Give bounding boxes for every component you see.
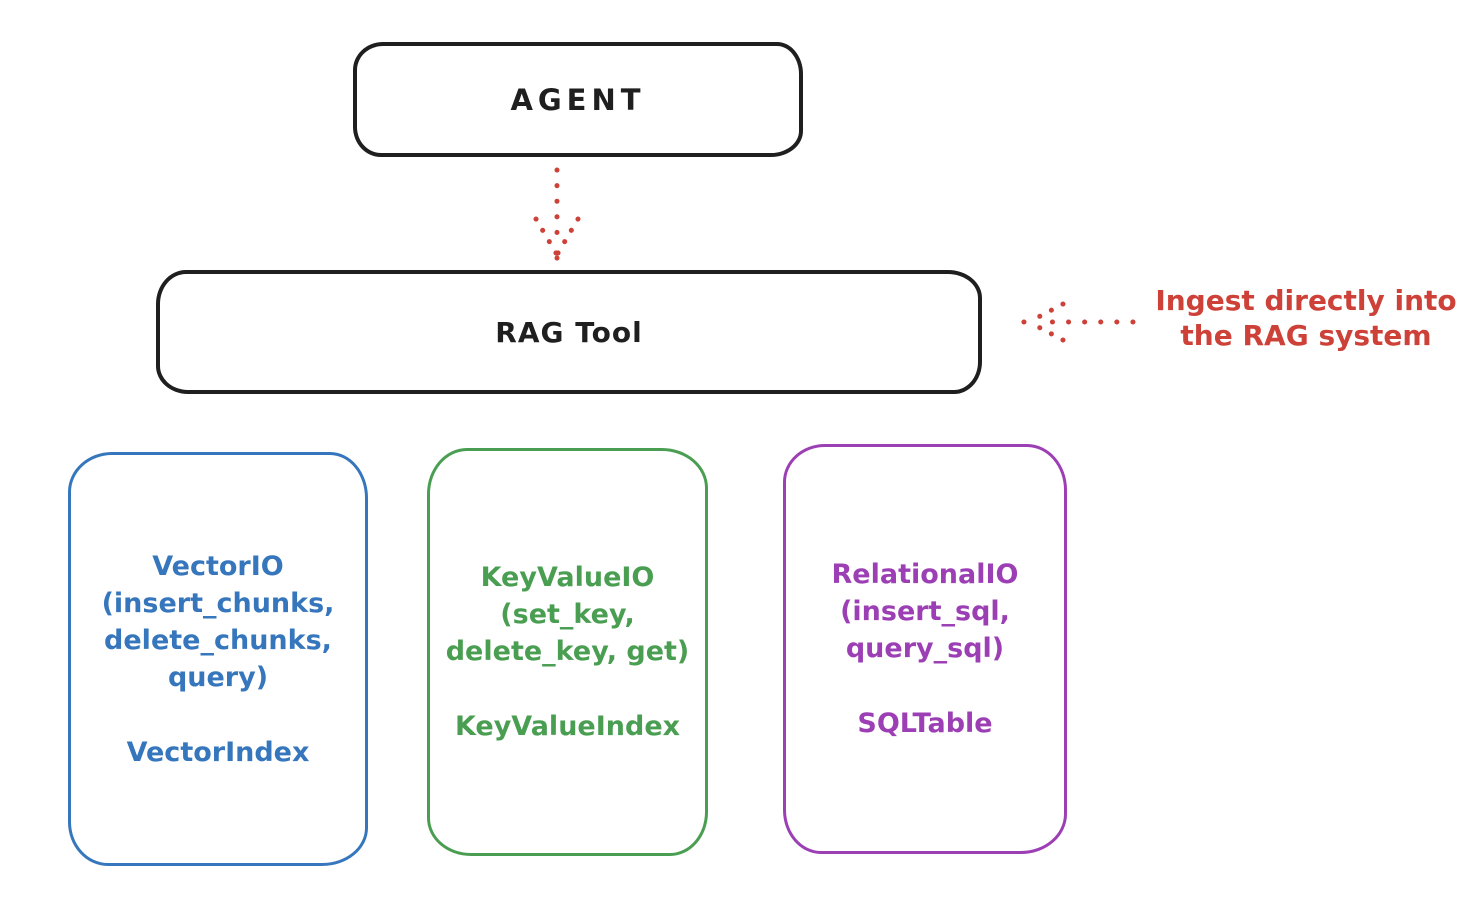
agent-label: AGENT [510,82,646,117]
keyvalue-io-name: KeyValueIO [480,562,655,593]
vector-io-box: VectorIO (insert_chunks, delete_chunks, … [68,452,368,866]
vector-io-methods-line2: delete_chunks, [104,624,332,656]
agent-to-rag-arrow [533,167,581,262]
relational-io-methods-line2: query_sql) [845,633,1005,664]
relational-io-box: RelationalIO (insert_sql, query_sql) SQL… [783,444,1067,854]
ingest-arrow [1020,301,1136,343]
vector-io-methods-line1: (insert_chunks, [101,587,335,619]
keyvalue-io-box: KeyValueIO (set_key, delete_key, get) Ke… [427,448,708,856]
keyvalue-io-methods-line2: delete_key, get) [445,636,690,667]
vector-io-name: VectorIO [152,550,284,582]
vector-index-label: VectorIndex [126,736,310,768]
ingest-annotation: Ingest directly into the RAG system [1138,283,1474,353]
relational-io-name: RelationalIO [831,559,1019,590]
keyvalue-io-methods-line1: (set_key, [500,599,635,630]
rag-tool-label: RAG Tool [495,315,643,349]
sql-table-label: SQLTable [857,708,993,739]
agent-box: AGENT [353,42,803,157]
vector-io-methods-line3: query) [167,661,269,693]
ingest-annotation-line1: Ingest directly into [1155,284,1457,317]
relational-io-methods-line1: (insert_sql, [840,596,1010,627]
rag-tool-box: RAG Tool [156,270,982,394]
ingest-annotation-line2: the RAG system [1180,319,1432,352]
keyvalue-index-label: KeyValueIndex [454,711,681,742]
